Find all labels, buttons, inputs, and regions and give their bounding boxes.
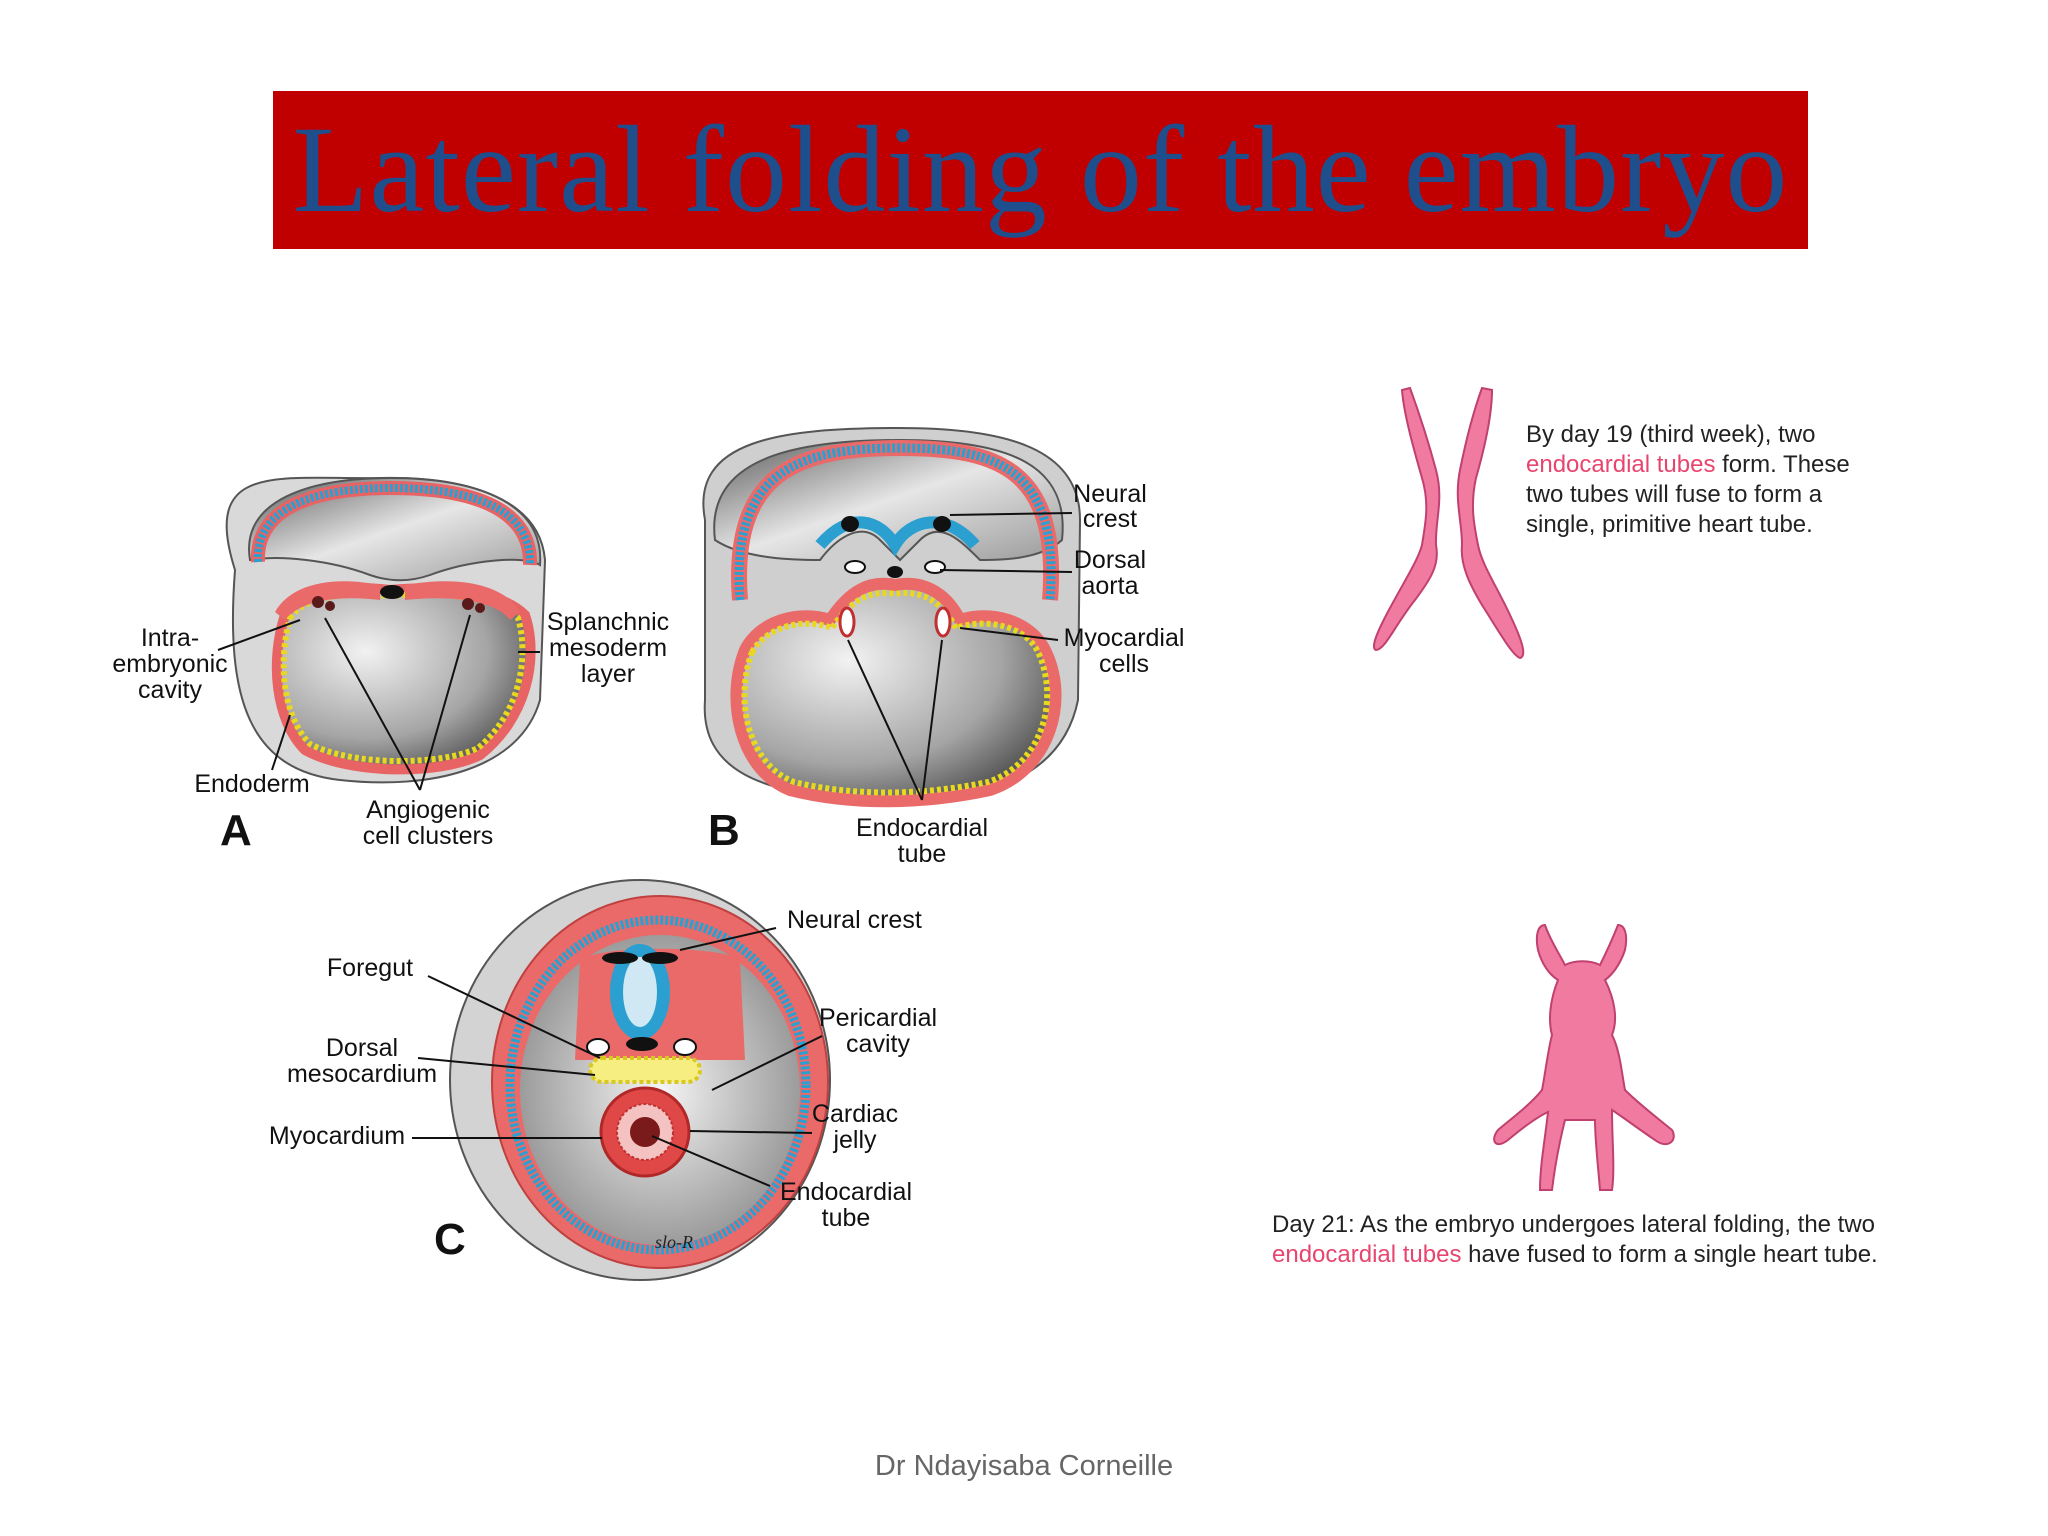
label-dorsal-c-2: mesocardium [287,1060,437,1088]
label-splanchnic-3: layer [581,660,635,688]
caption-day19-highlight: endocardial tubes [1526,451,1716,478]
panel-letter-a: A [220,806,252,855]
caption-day19: By day 19 (third week), two endocardial … [1526,420,1946,540]
label-cardiac-1: Cardiac [812,1100,898,1128]
slide-title: Lateral folding of the embryo [292,101,1789,238]
caption-day21-line1: Day 21: As the embryo undergoes lateral … [1272,1211,1876,1238]
title-banner: Lateral folding of the embryo [273,91,1808,249]
panel-c-leaders [412,927,823,1187]
label-endo-b-1: Endocardial [856,814,988,842]
caption-day19-line1: By day 19 (third week), two [1526,421,1816,448]
panel-a-drawing [225,476,547,784]
label-endoderm: Endoderm [194,770,309,798]
day21-heart-tube [1493,923,1675,1191]
label-pericardial-2: cavity [846,1030,910,1058]
caption-day21: Day 21: As the embryo undergoes lateral … [1272,1210,1972,1270]
label-intra-3: cavity [138,676,202,704]
label-neural-b-2: crest [1083,505,1137,533]
caption-day21-line2-rest: have fused to form a single heart tube. [1461,1241,1878,1268]
caption-day21-highlight: endocardial tubes [1272,1241,1462,1268]
caption-day19-line2: endocardial tubes form. These [1526,450,1946,480]
label-dorsal-b-2: aorta [1082,572,1139,600]
caption-day19-line2-rest: form. These [1715,451,1850,478]
label-myo-b-2: cells [1099,650,1149,678]
label-neural-b-1: Neural [1073,480,1147,508]
panel-b-drawing [702,426,1082,808]
label-intra-1: Intra- [141,624,199,652]
label-angio-1: Angiogenic [366,796,490,824]
caption-day19-line3: two tubes will fuse to form a [1526,481,1823,508]
signature-text: slo-R [655,1232,693,1252]
label-foregut: Foregut [327,954,413,982]
label-dorsal-c-1: Dorsal [326,1034,398,1062]
label-pericardial-1: Pericardial [819,1004,937,1032]
panel-c-drawing: slo-R [449,879,831,1281]
footer-author: Dr Ndayisaba Corneille [874,1450,1174,1482]
label-intra-2: embryonic [112,650,227,678]
panel-letter-b: B [708,806,740,855]
label-endo-c-2: tube [822,1204,871,1232]
day19-endocardial-tubes [1372,386,1525,660]
label-neural-c: Neural crest [787,906,922,934]
label-dorsal-b-1: Dorsal [1074,546,1146,574]
label-myo-b-1: Myocardial [1064,624,1185,652]
label-endo-c-1: Endocardial [780,1178,912,1206]
label-splanchnic-2: mesoderm [549,634,667,662]
caption-day21-line2: endocardial tubes have fused to form a s… [1272,1240,1972,1270]
caption-day19-line4: single, primitive heart tube. [1526,511,1813,538]
label-angio-2: cell clusters [363,822,494,850]
panel-b-leaders [847,512,1073,801]
panel-letter-c: C [434,1215,466,1264]
label-endo-b-2: tube [898,840,947,868]
label-myocardium: Myocardium [269,1122,405,1150]
label-splanchnic-1: Splanchnic [547,608,669,636]
label-cardiac-2: jelly [832,1126,877,1154]
panel-a-leaders [217,614,540,791]
